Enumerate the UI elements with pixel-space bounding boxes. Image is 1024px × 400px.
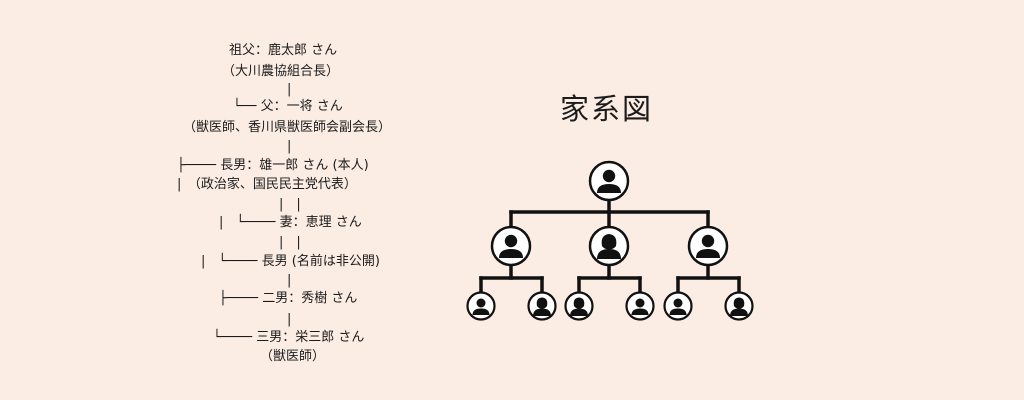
tree-line-eldest-son-role: | （政治家、国民民主党代表）: [177, 177, 357, 192]
tree-line-wife: | └──── 妻：恵理 さん: [219, 215, 362, 230]
tree-connectors: [479, 198, 741, 292]
avatar-level3-female-icon: [564, 291, 594, 321]
avatar-level3-female-icon: [724, 291, 754, 321]
tree-line-third-son-role: （獣医師）: [260, 349, 326, 364]
avatar-level2-male-icon: [490, 225, 532, 267]
tree-line-grandfather-role: （大川農協組合長）: [222, 64, 340, 79]
tree-line-eldest-son: ├──── 長男：雄一郎 さん (本人): [177, 158, 369, 173]
tree-connector: | |: [279, 197, 301, 212]
tree-line-grandson: | └──── 長男 (名前は非公開): [201, 254, 380, 269]
tree-line-grandfather: 祖父：鹿太郎 さん: [229, 43, 338, 58]
avatar-level2-male-icon: [687, 225, 729, 267]
tree-connector: |: [287, 82, 292, 97]
tree-line-father-role: （獣医師、香川県獣医師会副会長）: [183, 120, 392, 135]
avatar-level3-female-icon: [527, 291, 557, 321]
tree-connector: | |: [279, 235, 301, 250]
tree-line-second-son: ├──── 二男：秀樹 さん: [219, 291, 358, 306]
avatar-level3-male-icon: [625, 291, 655, 321]
avatar-level3-male-icon: [663, 291, 693, 321]
tree-connector: |: [287, 139, 292, 154]
avatar-root-male-icon: [588, 160, 630, 202]
tree-connector: |: [287, 312, 292, 327]
diagram-title: 家系図: [560, 92, 654, 126]
tree-line-father: └── 父：一将 さん: [233, 99, 343, 114]
avatar-level2-female-icon: [588, 225, 630, 267]
tree-connector: |: [287, 273, 292, 288]
tree-line-third-son: └──── 三男：栄三郎 さん: [213, 330, 365, 345]
avatar-level3-male-icon: [466, 291, 496, 321]
